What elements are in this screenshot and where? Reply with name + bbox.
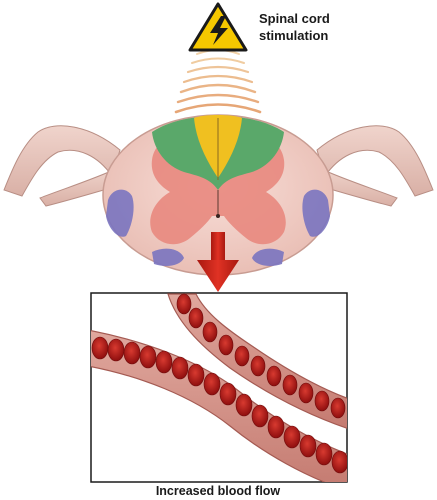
spinal-cord-cross-section — [102, 114, 334, 276]
right-ventral-tract — [252, 248, 284, 266]
caption-increased-blood-flow: Increased blood flow — [156, 484, 281, 498]
stimulation-waves — [174, 49, 262, 114]
high-voltage-warning-icon — [188, 2, 248, 52]
blood-vessel-panel — [90, 292, 348, 483]
right-lateral-tract — [302, 189, 330, 237]
stimulation-label-line2: stimulation — [259, 28, 328, 43]
red-blood-cells — [91, 293, 347, 474]
left-ventral-tract — [152, 248, 184, 266]
left-nerve-root — [3, 125, 121, 207]
down-arrow — [197, 232, 239, 292]
right-nerve-root — [316, 125, 434, 207]
stimulation-label-line1: Spinal cord — [259, 11, 330, 26]
left-lateral-tract — [106, 189, 134, 237]
